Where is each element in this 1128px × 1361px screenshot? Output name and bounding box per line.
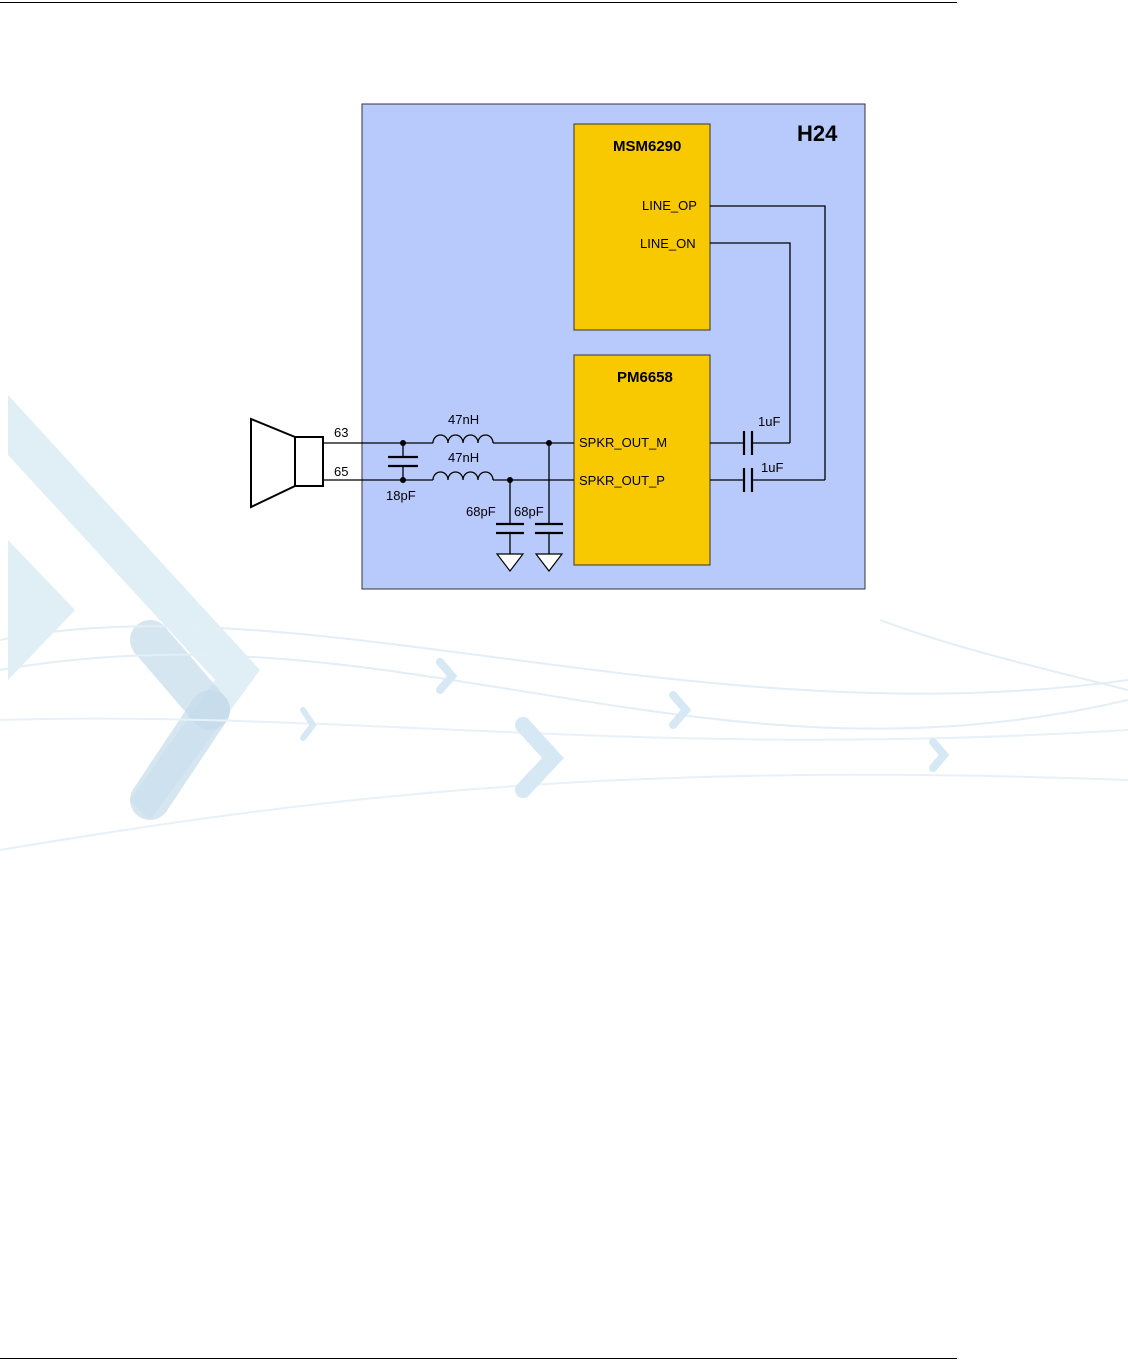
msm-pin-line-op: LINE_OP <box>642 198 697 213</box>
msm-chip-name: MSM6290 <box>613 138 681 155</box>
msm-pin-line-on: LINE_ON <box>640 236 696 251</box>
speaker-icon <box>251 419 323 507</box>
watermark-arrow-4 <box>673 695 686 725</box>
pm-chip-name: PM6658 <box>617 369 673 386</box>
pm-chip <box>574 355 710 565</box>
watermark-arrow-3 <box>523 725 553 790</box>
inductor-bottom-label: 47nH <box>448 450 479 465</box>
module-label: H24 <box>797 121 838 146</box>
pin-65-label: 65 <box>334 464 348 479</box>
capacitor-68pf-1-label: 68pF <box>466 504 496 519</box>
watermark-swoosh-5 <box>880 620 1128 690</box>
capacitor-68pf-2-label: 68pF <box>514 504 544 519</box>
capacitor-1uf-bottom-label: 1uF <box>761 460 783 475</box>
pm-pin-spkr-out-m: SPKR_OUT_M <box>579 435 667 450</box>
footer-rule <box>0 1358 957 1359</box>
inductor-top-label: 47nH <box>448 412 479 427</box>
speaker-circuit-diagram: H24 MSM6290 LINE_OP LINE_ON PM6658 SPKR_… <box>0 0 1128 620</box>
watermark-arrow-5 <box>933 742 944 768</box>
capacitor-18pf-label: 18pF <box>386 488 416 503</box>
capacitor-1uf-top-label: 1uF <box>758 414 780 429</box>
pin-63-label: 63 <box>334 425 348 440</box>
watermark-stroke-2 <box>150 710 210 800</box>
pm-pin-spkr-out-p: SPKR_OUT_P <box>579 473 665 488</box>
watermark-arrow-1 <box>440 662 452 690</box>
